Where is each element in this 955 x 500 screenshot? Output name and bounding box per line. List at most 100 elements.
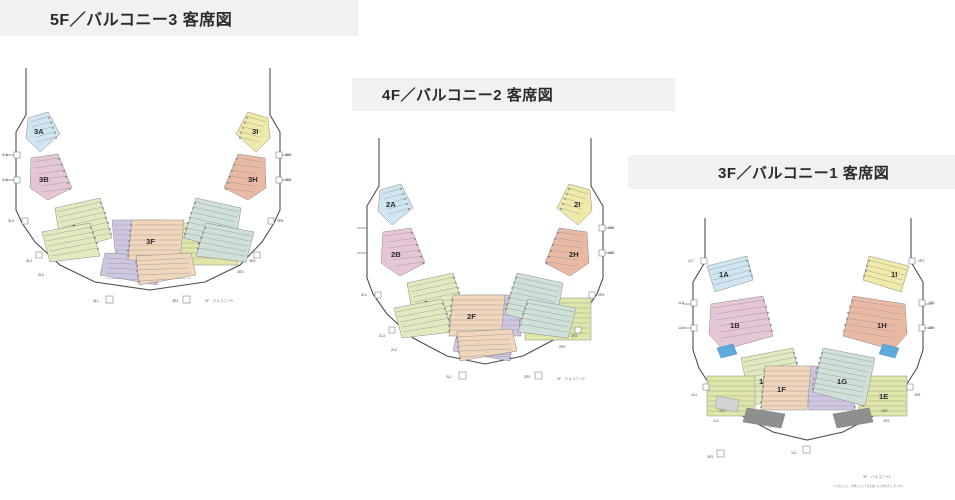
seat-block-3H[interactable]: 3H (223, 153, 267, 201)
door-marker[interactable] (802, 445, 811, 454)
door-marker[interactable] (267, 217, 275, 225)
stage-access-block (832, 407, 874, 429)
door-label-3R1: 3R1 (172, 299, 178, 303)
door-label-3L1: 3L1 (93, 299, 99, 303)
seat-block-2I[interactable]: 2I (556, 183, 593, 226)
door-marker[interactable] (690, 324, 698, 332)
door-marker[interactable] (906, 383, 914, 391)
seating-map-4f[interactable]: 2A 2B 2C 2D 2E 2I (335, 128, 635, 428)
door-marker[interactable] (253, 251, 261, 259)
seat-block-3C-lower[interactable] (41, 222, 101, 263)
seat-block-3I[interactable]: 3I (235, 111, 271, 153)
seat-block-1A[interactable]: 1A (706, 255, 754, 293)
door-markers-left-4f: 2L4 2L3 2L2 2L1 (361, 291, 467, 380)
seat-block-label-3H: 3H (248, 175, 258, 184)
seating-map-5f[interactable]: 3A 3B 3C 3D 3E (0, 60, 300, 365)
seat-block-3B[interactable]: 3B (29, 153, 73, 201)
seat-block-1F[interactable]: 1F (760, 365, 812, 411)
door-label-1L6: 1L6 (678, 301, 684, 305)
door-label-3R6: 3R6 (285, 153, 291, 157)
door-marker[interactable] (374, 291, 382, 299)
door-marker[interactable] (588, 291, 596, 299)
seat-block-1I[interactable]: 1I (862, 255, 910, 293)
section-title-bar-5f: 5F／バルコニー3 客席図 (0, 0, 358, 36)
door-label-3R2: 3R2 (237, 270, 243, 274)
door-label-2L3: 2L3 (379, 334, 385, 338)
seat-block-2C-lower[interactable] (393, 298, 453, 339)
seat-block-1E[interactable]: 1E (858, 375, 908, 417)
door-marker[interactable] (275, 151, 283, 159)
seat-block-label-1G: 1G (837, 377, 847, 386)
seat-block-label-2I: 2I (574, 200, 580, 209)
seat-block-3G-lower[interactable] (195, 222, 255, 263)
door-label-1R4: 1R4 (914, 393, 920, 397)
map-caption-5f: 5F バルコニー3 (205, 299, 233, 303)
door-label-2R4: 2R4 (598, 293, 604, 297)
door-marker[interactable] (918, 324, 926, 332)
door-markers-left-3f: 1L7 1L6 1L5 1L4 1L3 1L2 1L1 (678, 257, 811, 455)
door-label-1R1: 1R1 (707, 455, 713, 459)
seat-block-3F[interactable]: 3F (127, 219, 185, 261)
seat-block-label-2A: 2A (386, 200, 396, 209)
seat-block-1H[interactable]: 1H (842, 295, 908, 359)
seating-map-3f[interactable]: 1A 1B 1C 1D 1E 1I 1H (655, 200, 955, 500)
seat-block-1G[interactable]: 1G (812, 347, 876, 407)
page-title-5f: 5F／バルコニー3 客席図 (50, 12, 233, 29)
door-label-1R2: 1R2 (883, 419, 889, 423)
door-marker[interactable] (574, 326, 582, 334)
door-markers-left-5f: 3L6 3L5 3L4 3L3 3L2 3L1 (2, 151, 114, 304)
door-marker[interactable] (458, 371, 467, 380)
door-marker[interactable] (598, 249, 606, 257)
seat-block-label-2H: 2H (569, 250, 579, 259)
seat-block-2G-lower[interactable] (517, 298, 577, 339)
door-marker[interactable] (105, 295, 114, 304)
door-label-1L5: 1L5 (678, 326, 684, 330)
seat-block-2F-lower[interactable] (456, 328, 518, 362)
door-markers-right-5f: 3R6 3R5 3R4 3R3 3R2 3R1 (172, 151, 291, 304)
wheelchair-icon (716, 343, 738, 359)
door-label-3R5: 3R5 (285, 178, 291, 182)
seat-block-1B[interactable]: 1B (708, 295, 774, 359)
door-label-2R5: 2R5 (608, 251, 614, 255)
door-label-2R3: 2R3 (571, 334, 577, 338)
door-label-3R3: 3R3 (249, 259, 255, 263)
door-marker[interactable] (534, 371, 543, 380)
seat-block-label-1E: 1E (879, 392, 888, 401)
door-marker[interactable] (13, 151, 21, 159)
door-label-1L1: 1L1 (791, 451, 797, 455)
door-marker[interactable] (275, 176, 283, 184)
seat-block-2A[interactable]: 2A (377, 183, 414, 226)
door-marker[interactable] (690, 299, 698, 307)
seat-block-label-3B: 3B (39, 175, 49, 184)
door-marker[interactable] (21, 217, 29, 225)
seat-block-2B[interactable]: 2B (380, 227, 426, 277)
door-label-3L6: 3L6 (2, 153, 8, 157)
seat-block-label-3I: 3I (252, 127, 258, 136)
door-label-3L3: 3L3 (26, 259, 32, 263)
door-marker[interactable] (700, 257, 708, 265)
door-label-1L3: 1L3 (719, 409, 725, 413)
door-label-1R3: 1R3 (881, 409, 887, 413)
seat-block-3A[interactable]: 3A (25, 111, 61, 153)
seat-block-2F[interactable]: 2F (448, 294, 506, 337)
door-marker[interactable] (716, 449, 725, 458)
stage-access-block (742, 407, 786, 429)
seat-block-3F-lower[interactable] (135, 252, 197, 286)
map-caption-3f: 3F バルコニー1 (863, 475, 891, 479)
door-marker[interactable] (182, 295, 191, 304)
seat-block-label-1B: 1B (730, 321, 740, 330)
map-note-3f: ※公演により、車椅子エリアは変更になる場合がございます。 (833, 484, 905, 488)
door-marker[interactable] (13, 176, 21, 184)
door-marker[interactable] (388, 326, 396, 334)
door-marker[interactable] (598, 224, 606, 232)
door-marker[interactable] (35, 251, 43, 259)
door-label-2L2: 2L2 (391, 348, 397, 352)
door-marker[interactable] (908, 257, 916, 265)
door-label-1L2: 1L2 (713, 419, 719, 423)
door-marker[interactable] (918, 299, 926, 307)
door-label-3L2: 3L2 (38, 273, 44, 277)
door-label-1L7: 1L7 (688, 259, 694, 263)
door-marker[interactable] (702, 383, 710, 391)
seat-block-2H[interactable]: 2H (544, 227, 590, 277)
map-caption-4f: 4F バルコニー2 (557, 377, 585, 381)
